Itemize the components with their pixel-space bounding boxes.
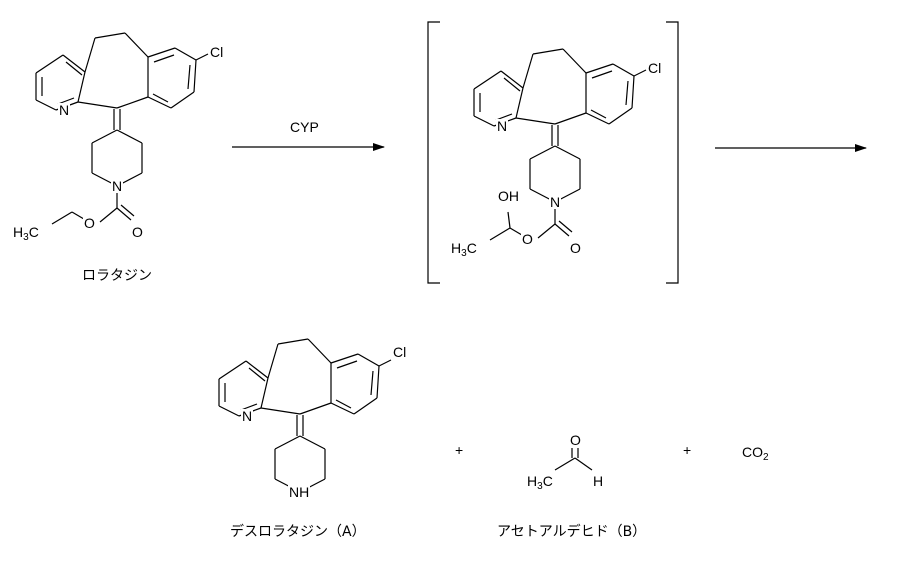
intermediate-cl-atom: Cl: [647, 60, 663, 76]
plus-sign-1: +: [455, 442, 464, 458]
right-bracket: [666, 21, 679, 284]
loratadine-o-ester-atom: O: [83, 215, 96, 231]
desloratadine-nh-group: NH: [288, 484, 311, 500]
intermediate-n-pyridine-atom: N: [496, 118, 509, 134]
desloratadine-n-pyridine-atom: N: [241, 408, 254, 424]
acetaldehyde-h-atom: H: [592, 473, 605, 489]
loratadine-n-pyridine-atom: N: [58, 102, 71, 118]
acetaldehyde-label: アセトアルデヒド（B）: [497, 524, 647, 540]
loratadine-n-piperidine-atom: N: [111, 178, 124, 194]
intermediate-methyl-atom: H3C: [450, 240, 478, 259]
intermediate-structure: [473, 48, 647, 241]
reagent-label: CYP: [290, 119, 319, 135]
loratadine-cl-atom: Cl: [209, 44, 225, 60]
intermediate-o-ester-atom: O: [521, 231, 534, 247]
intermediate-oh-group: OH: [497, 188, 520, 204]
loratadine-label: ロラタジン: [82, 268, 152, 284]
desloratadine-cl-atom: Cl: [392, 344, 408, 360]
acetaldehyde-o-atom: O: [569, 432, 582, 448]
loratadine-o-carbonyl-atom: O: [131, 224, 144, 240]
co2-label: CO2: [742, 444, 769, 463]
acetaldehyde-structure: [554, 448, 593, 471]
desloratadine-label: デスロラタジン（A）: [230, 524, 366, 540]
loratadine-structure: [35, 32, 209, 225]
loratadine-methyl-atom: H3C: [12, 224, 40, 243]
plus-sign-2: +: [683, 442, 692, 458]
intermediate-n-piperidine-atom: N: [549, 194, 562, 210]
acetaldehyde-methyl-atom: H3C: [526, 473, 554, 492]
left-bracket: [427, 21, 440, 284]
intermediate-o-carbonyl-atom: O: [569, 240, 582, 256]
